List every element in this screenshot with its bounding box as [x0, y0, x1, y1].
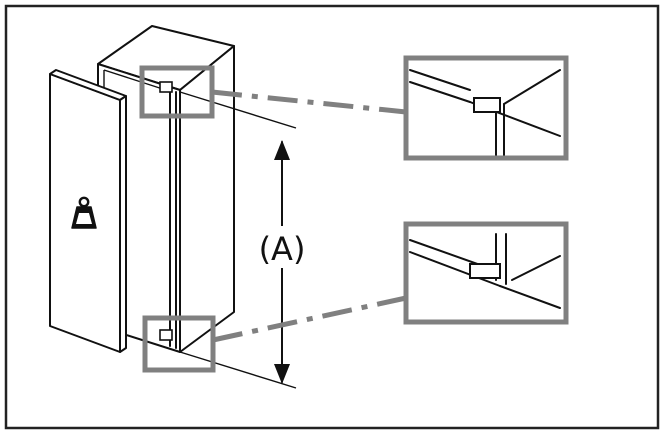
callout-marker-bottom: [142, 315, 216, 373]
arrow-head-bottom: [274, 364, 290, 384]
extension-line-bottom: [179, 351, 297, 389]
top-bracket: [159, 81, 173, 93]
dimension-a: (A): [179, 91, 318, 389]
leader-line-bottom: [212, 295, 407, 343]
detail-bottom-frame: [403, 221, 569, 325]
arrow-head-top: [274, 140, 290, 160]
leader-line-top: [211, 89, 407, 115]
bottom-bracket: [159, 329, 173, 341]
detail-top-bracket: [473, 97, 501, 113]
cabinet-right-face: [179, 45, 235, 353]
detail-view-top: [403, 55, 569, 161]
detail-top-frame: [403, 55, 569, 161]
detail-view-bottom: [403, 221, 569, 325]
weight-icon: [71, 196, 97, 229]
dimension-label: (A): [259, 230, 306, 268]
door-side-face: [119, 95, 127, 353]
extension-line-top: [179, 91, 297, 129]
detail-bottom-bracket: [469, 263, 501, 279]
